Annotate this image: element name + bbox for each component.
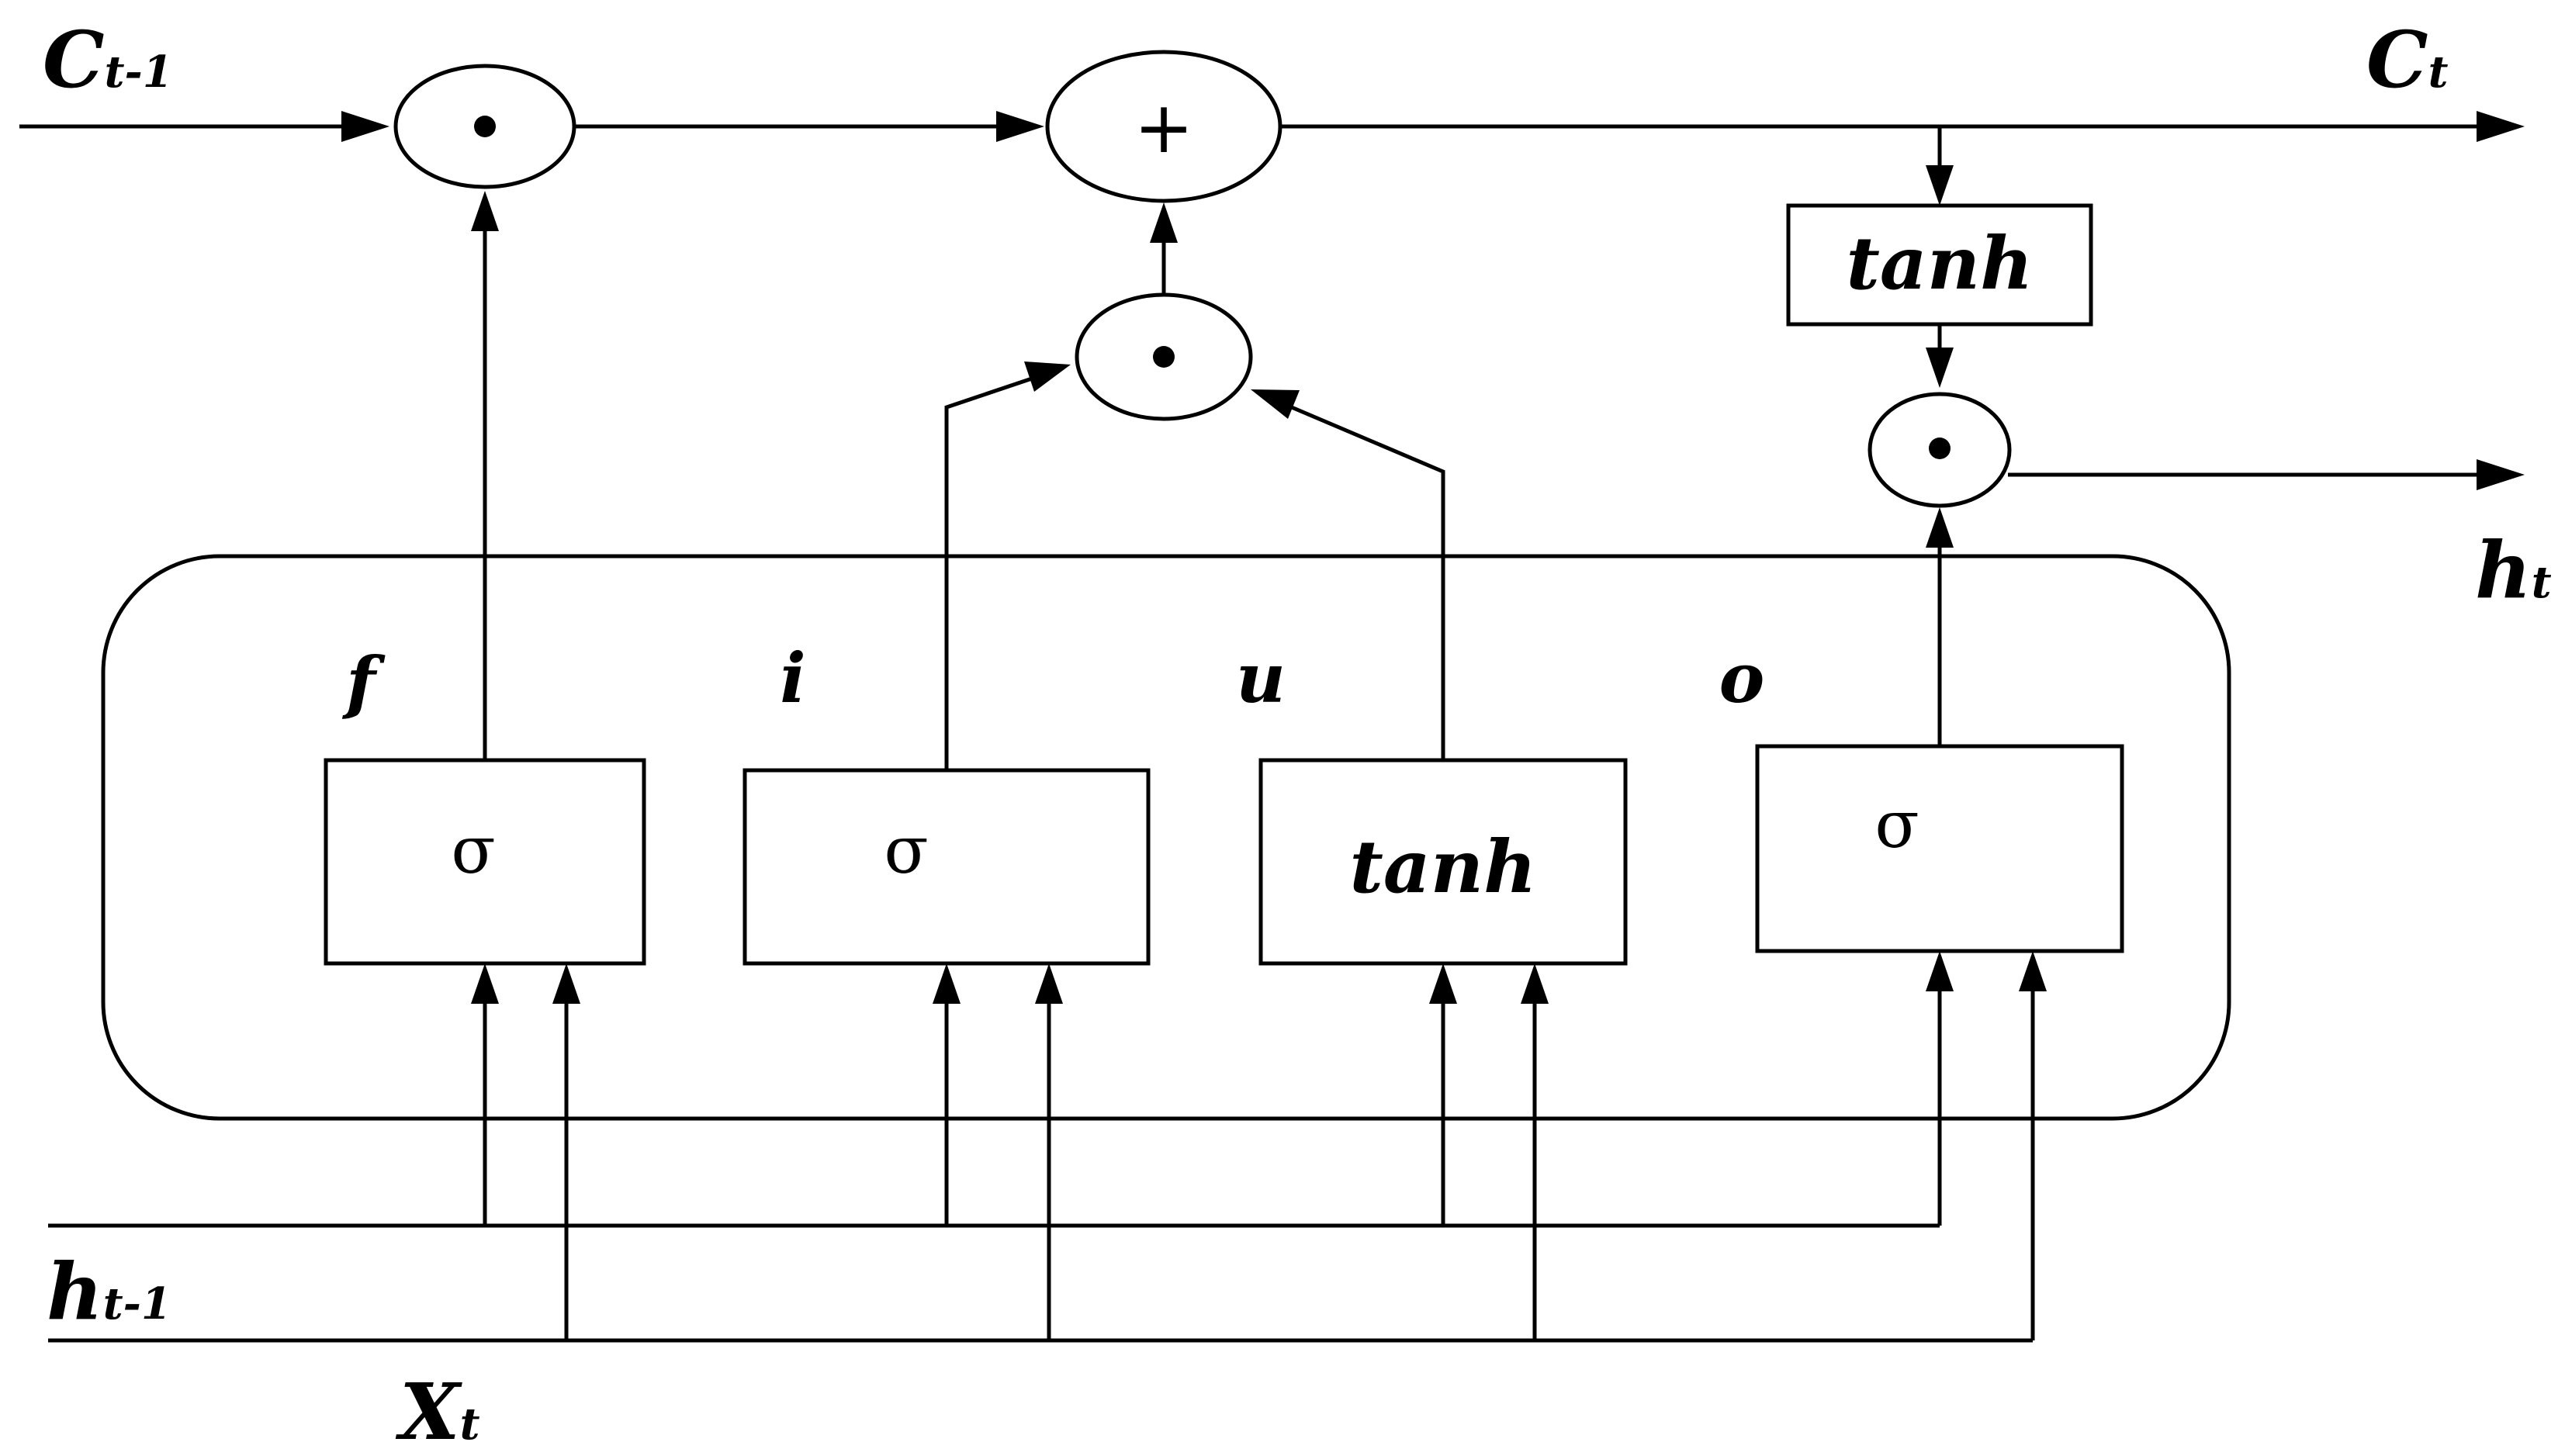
- arrowhead: [1251, 389, 1300, 419]
- output-gate-label: o: [1719, 638, 1765, 718]
- input-multiply-node: [1075, 292, 1253, 421]
- input-gate-label: i: [780, 638, 805, 718]
- arrowhead: [1429, 963, 1457, 1004]
- arrowhead: [471, 191, 499, 231]
- update-gate-label: u: [1236, 638, 1286, 718]
- output-gate-box: σ: [1755, 744, 2124, 953]
- c-t-label: Ct: [2366, 14, 2449, 105]
- arrowhead: [996, 111, 1044, 142]
- arrowhead: [1926, 507, 1954, 548]
- cell-tanh-label: tanh: [1846, 221, 2033, 306]
- forget-gate-label: f: [341, 642, 386, 722]
- forget-gate-box: σ: [324, 758, 646, 966]
- arrowhead: [341, 111, 389, 142]
- arrowhead: [933, 963, 961, 1004]
- lstm-cell-body: [101, 554, 2231, 1121]
- input-gate-activation: σ: [884, 812, 928, 888]
- svg-text:+: +: [1134, 86, 1193, 169]
- cell-tanh-box: tanh: [1786, 203, 2093, 327]
- output-multiply-node: [1868, 392, 2012, 508]
- update-gate-activation: tanh: [1349, 825, 1536, 910]
- c-prev-label: Ct-1: [43, 14, 173, 105]
- input-gate-box: σ: [742, 768, 1151, 966]
- arrowhead: [552, 963, 580, 1004]
- h-prev-label: ht-1: [47, 1246, 171, 1337]
- arrowhead: [2477, 459, 2525, 490]
- h-t-label: ht: [2475, 524, 2552, 616]
- update-gate-output-line: [1287, 403, 1445, 760]
- arrowhead: [1150, 202, 1178, 243]
- arrowhead: [1926, 165, 1954, 206]
- add-node: +: [1045, 50, 1282, 203]
- arrowhead: [471, 963, 499, 1004]
- output-gate-activation: σ: [1874, 787, 1919, 863]
- arrowhead: [2019, 951, 2047, 991]
- x-t-label: Xt: [395, 1366, 480, 1456]
- arrowhead: [1035, 963, 1063, 1004]
- arrowhead: [1926, 951, 1954, 991]
- arrowhead: [1926, 348, 1954, 388]
- arrowhead: [1521, 963, 1549, 1004]
- forget-multiply-node: [393, 64, 576, 189]
- arrowhead: [2477, 111, 2525, 142]
- update-gate-box: tanh: [1258, 758, 1628, 966]
- arrowhead: [1024, 361, 1071, 392]
- input-gate-output-line: [944, 376, 1033, 770]
- forget-gate-activation: σ: [451, 812, 495, 888]
